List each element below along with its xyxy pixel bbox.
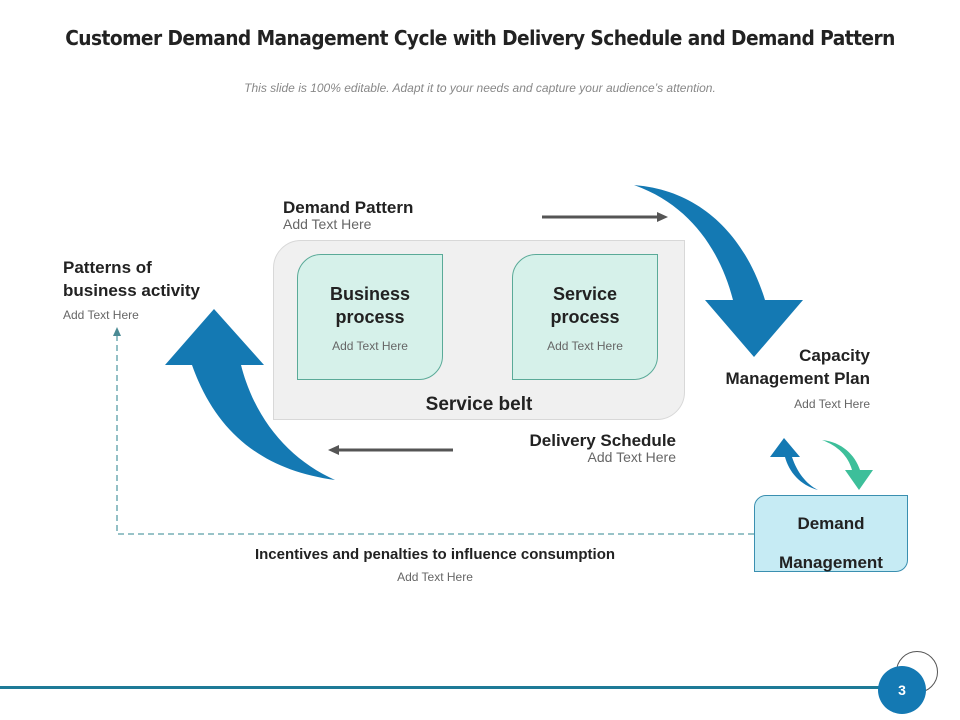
business-process-title-1: Business	[329, 284, 411, 304]
demand-management-title-1: Demand	[797, 514, 865, 533]
demand-flow-arrowhead-icon	[657, 212, 668, 222]
demand-pattern-label: Demand Pattern Add Text Here	[283, 196, 413, 232]
capacity-plan-label: Capacity Management Plan Add Text Here	[680, 344, 870, 411]
delivery-schedule-label: Delivery Schedule Add Text Here	[480, 429, 676, 465]
business-process-title-2: process	[335, 307, 405, 327]
curved-arrow-down-icon	[634, 185, 803, 357]
delivery-flow-arrowhead-icon	[328, 445, 339, 455]
feedback-dashed-line	[116, 336, 754, 535]
slide-subtitle: This slide is 100% editable. Adapt it to…	[244, 81, 716, 95]
incentives-text: Add Text Here	[397, 570, 473, 584]
demand-management-title-2: Management	[779, 553, 883, 572]
footer-line	[0, 686, 890, 689]
service-process-box: Service process Add Text Here	[512, 254, 658, 380]
curved-arrow-up-icon	[165, 309, 335, 480]
patterns-business-title-1: Patterns of	[63, 258, 152, 277]
incentives-title: Incentives and penalties to influence co…	[254, 546, 616, 563]
service-process-title-2: process	[550, 307, 620, 327]
business-process-text: Add Text Here	[332, 339, 408, 353]
small-arrow-down-icon	[822, 440, 873, 490]
patterns-business-label: Patterns of business activity Add Text H…	[63, 256, 200, 322]
capacity-plan-title-1: Capacity	[799, 346, 870, 365]
page-number-badge: 3	[878, 666, 926, 714]
service-process-title-1: Service	[552, 284, 618, 304]
small-arrow-up-icon	[770, 438, 818, 490]
incentives-label: Incentives and penalties to influence co…	[180, 543, 690, 584]
business-process-box: Business process Add Text Here	[297, 254, 443, 380]
capacity-plan-title-2: Management Plan	[725, 369, 870, 388]
patterns-business-title-2: business activity	[63, 281, 201, 300]
demand-pattern-text: Add Text Here	[283, 216, 372, 232]
delivery-schedule-text: Add Text Here	[587, 449, 676, 465]
delivery-schedule-title: Delivery Schedule	[529, 431, 676, 450]
slide-title: Customer Demand Management Cycle with De…	[65, 26, 895, 50]
demand-management-box: Demand Management	[754, 495, 908, 572]
patterns-business-text: Add Text Here	[63, 308, 139, 322]
service-process-text: Add Text Here	[547, 339, 623, 353]
feedback-arrowhead-icon	[113, 327, 121, 336]
demand-pattern-title: Demand Pattern	[283, 198, 414, 217]
service-belt-label: Service belt	[425, 394, 533, 415]
capacity-plan-text: Add Text Here	[794, 397, 870, 411]
